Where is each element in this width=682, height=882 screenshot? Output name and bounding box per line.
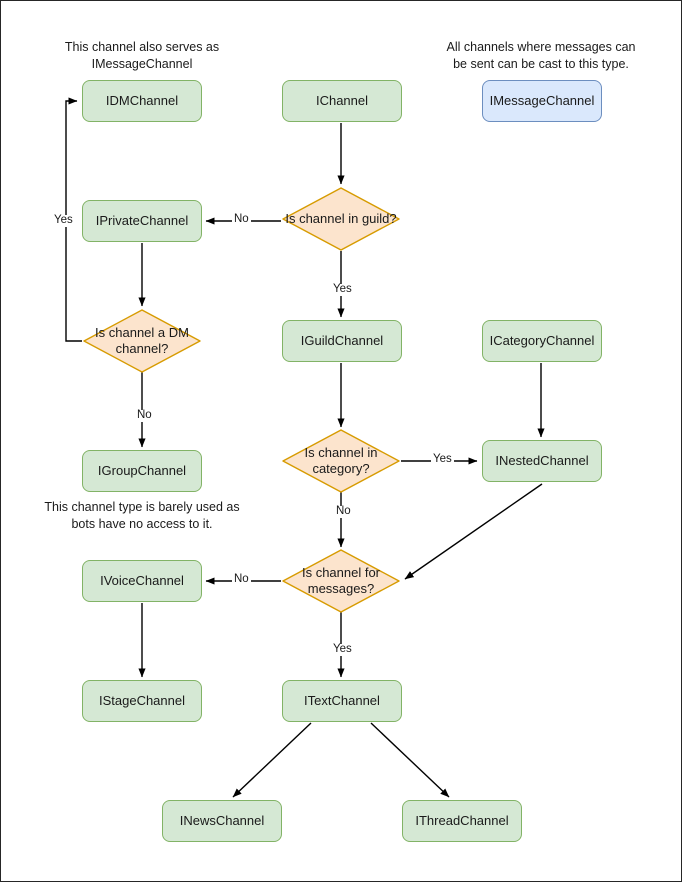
node-label-idmchannel: IDMChannel bbox=[105, 92, 179, 108]
note-idmchannel: This channel also serves as IMessageChan… bbox=[64, 40, 220, 71]
node-itextchannel[interactable]: ITextChannel bbox=[282, 680, 402, 722]
node-inestedchannel[interactable]: INestedChannel bbox=[482, 440, 602, 482]
edge-inestedchannel-to-messages bbox=[404, 483, 543, 580]
node-label-iguildchannel: IGuildChannel bbox=[300, 332, 384, 348]
edge-itextchannel-to-ithreadchannel bbox=[370, 722, 450, 798]
note-igroupchannel: This channel type is barely used as bots… bbox=[44, 500, 240, 531]
edge-label-category-yes: Yes bbox=[431, 453, 454, 466]
node-inewschannel[interactable]: INewsChannel bbox=[162, 800, 282, 842]
node-istagechannel[interactable]: IStageChannel bbox=[82, 680, 202, 722]
node-label-q-in-guild: Is channel in guild? bbox=[285, 210, 397, 226]
node-q-dm-channel[interactable]: Is channel a DM channel? bbox=[82, 308, 202, 374]
diamond-shape-dm-channel bbox=[83, 309, 201, 373]
node-label-istagechannel: IStageChannel bbox=[98, 692, 185, 708]
note-imessagechannel: All channels where messages can be sent … bbox=[446, 40, 636, 71]
node-iprivatechannel[interactable]: IPrivateChannel bbox=[82, 200, 202, 242]
node-label-inewschannel: INewsChannel bbox=[179, 812, 265, 828]
node-q-in-category[interactable]: Is channel in category? bbox=[281, 428, 401, 494]
node-label-icategorychannel: ICategoryChannel bbox=[489, 332, 595, 348]
node-label-inestedchannel: INestedChannel bbox=[495, 452, 589, 468]
node-q-for-messages[interactable]: Is channel for messages? bbox=[281, 548, 401, 614]
node-label-iprivatechannel: IPrivateChannel bbox=[95, 212, 189, 228]
node-idmchannel[interactable]: IDMChannel bbox=[82, 80, 202, 122]
edge-label-dm-no: No bbox=[135, 409, 154, 422]
node-igroupchannel[interactable]: IGroupChannel bbox=[82, 450, 202, 492]
node-label-q-dm-channel: Is channel a DM channel? bbox=[95, 324, 189, 356]
node-imessagechannel[interactable]: IMessageChannel bbox=[482, 80, 602, 122]
diamond-shape-in-guild bbox=[282, 187, 400, 251]
edge-label-guild-yes: Yes bbox=[331, 283, 354, 296]
node-label-itextchannel: ITextChannel bbox=[304, 692, 380, 708]
diamond-shape-for-messages bbox=[282, 549, 400, 613]
edge-label-messages-no: No bbox=[232, 573, 251, 586]
edge-label-category-no: No bbox=[334, 505, 353, 518]
edge-label-messages-yes: Yes bbox=[331, 643, 354, 656]
node-label-igroupchannel: IGroupChannel bbox=[97, 462, 187, 478]
node-iguildchannel[interactable]: IGuildChannel bbox=[282, 320, 402, 362]
node-label-q-for-messages: Is channel for messages? bbox=[301, 564, 381, 596]
node-label-ichannel: IChannel bbox=[315, 92, 369, 108]
node-ichannel[interactable]: IChannel bbox=[282, 80, 402, 122]
edge-itextchannel-to-inewschannel bbox=[232, 722, 312, 798]
node-label-imessagechannel: IMessageChannel bbox=[489, 92, 595, 108]
edge-label-dm-yes: Yes bbox=[52, 214, 75, 227]
node-label-ivoicechannel: IVoiceChannel bbox=[100, 572, 184, 588]
edge-label-guild-no: No bbox=[232, 213, 251, 226]
node-icategorychannel[interactable]: ICategoryChannel bbox=[482, 320, 602, 362]
diamond-shape-in-category bbox=[282, 429, 400, 493]
node-ithreadchannel[interactable]: IThreadChannel bbox=[402, 800, 522, 842]
node-q-in-guild[interactable]: Is channel in guild? bbox=[281, 186, 401, 252]
node-label-ithreadchannel: IThreadChannel bbox=[415, 812, 509, 828]
node-ivoicechannel[interactable]: IVoiceChannel bbox=[82, 560, 202, 602]
node-label-q-in-category: Is channel in category? bbox=[304, 444, 378, 476]
